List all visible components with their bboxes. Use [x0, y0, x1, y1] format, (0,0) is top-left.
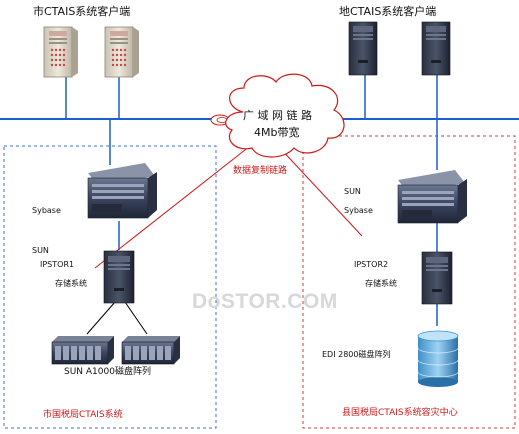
ipstor1-sun-label: SUN: [32, 246, 49, 255]
ipstor1-tower: [103, 250, 135, 304]
sun-a1000-array-label: SUN A1000磁盘阵列: [64, 367, 151, 377]
ipstor2-tower: [421, 251, 453, 305]
watermark: DoSTOR.COM: [192, 290, 338, 313]
county-system-caption: 县国税局CTAIS系统容灾中心: [342, 408, 458, 418]
edi-2800-array: [417, 330, 459, 387]
city-system-caption: 市国税局CTAIS系统: [43, 410, 123, 420]
ipstor1-label: IPSTOR1: [40, 260, 75, 269]
city-client-pc-1: [43, 26, 78, 78]
sybase-right-label: Sybase: [344, 206, 373, 215]
sun-sybase-server-left: [87, 163, 157, 219]
sun-right-label: SUN: [344, 187, 361, 196]
sun-sybase-server-right: [397, 170, 467, 224]
prefecture-client-tower-1: [348, 21, 378, 76]
prefecture-clients-label: 地CTAIS系统客户端: [339, 5, 437, 18]
wan-cloud: [210, 73, 345, 158]
ipstor2-label: IPSTOR2: [354, 260, 389, 269]
wan-link-label: 广 域 网 链 路: [243, 109, 312, 122]
city-zone-border: [3, 145, 217, 429]
bandwidth-label: 4Mb带宽: [254, 126, 300, 139]
sun-a1000-array-2: [121, 336, 180, 365]
sybase-left-label: Sybase: [32, 206, 61, 215]
prefecture-client-tower-2: [421, 21, 451, 76]
sun-a1000-array-1: [51, 336, 114, 365]
city-clients-label: 市CTAIS系统客户端: [33, 5, 131, 18]
data-replication-label: 数据复制链路: [233, 166, 288, 176]
replication-link-right: [277, 145, 363, 237]
city-client-pc-2: [104, 26, 139, 78]
storage-system-right-label: 存储系统: [365, 279, 397, 288]
edi-2800-array-label: EDI 2800磁盘阵列: [322, 350, 391, 359]
replication-link-left: [94, 145, 251, 269]
storage-system-left-label: 存储系统: [55, 279, 87, 288]
